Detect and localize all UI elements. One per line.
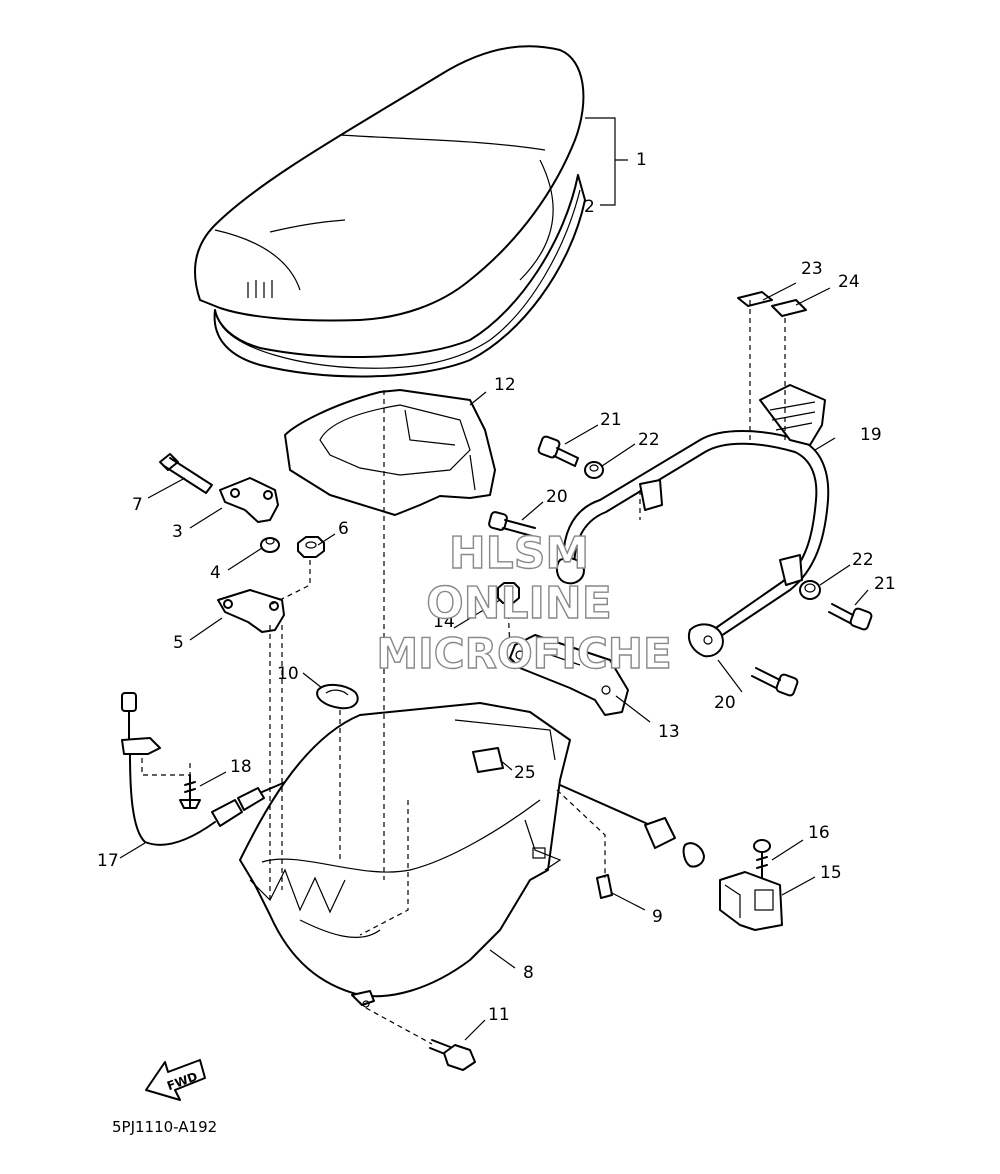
callout-8: 8 (523, 963, 534, 983)
callout-20-upper: 20 (546, 487, 568, 507)
bolt-20b[interactable] (751, 667, 799, 697)
seat-lock-15[interactable] (719, 871, 783, 931)
washer-22b[interactable] (799, 580, 821, 600)
callout-22-lower: 22 (852, 550, 874, 570)
callout-15: 15 (820, 863, 842, 883)
nut-6[interactable] (297, 536, 325, 558)
callout-16: 16 (808, 823, 830, 843)
box-label-plate (472, 747, 504, 773)
callout-20-lower: 20 (714, 693, 736, 713)
callout-25: 25 (514, 763, 536, 783)
watermark-line-2: ONLINE (426, 578, 612, 629)
callout-bracket-1-2 (585, 117, 628, 206)
clip-9[interactable] (596, 874, 613, 899)
fwd-arrow-icon: FWD (145, 1059, 206, 1101)
hinge-5[interactable] (217, 589, 285, 633)
seat-trim-band[interactable] (213, 174, 586, 378)
storage-box-8[interactable] (239, 702, 571, 1008)
callout-24: 24 (838, 272, 860, 292)
bracket-13[interactable] (509, 634, 629, 716)
label-23[interactable] (737, 291, 773, 307)
seal-10[interactable] (316, 684, 359, 710)
callout-21-upper: 21 (600, 410, 622, 430)
callout-9: 9 (652, 907, 663, 927)
callout-7: 7 (132, 495, 143, 515)
callout-5: 5 (173, 633, 184, 653)
screw-18[interactable] (179, 774, 201, 809)
callout-2: 2 (584, 197, 595, 217)
callout-13: 13 (658, 722, 680, 742)
assembly-lines (141, 300, 786, 1045)
diagram-code: 5PJ1110-A192 (112, 1118, 217, 1136)
callout-6: 6 (338, 519, 349, 539)
seat-lock-cable-end[interactable] (559, 784, 705, 868)
hinge-3[interactable] (219, 477, 279, 523)
washer-22a[interactable] (584, 461, 604, 479)
watermark-line-3: MICROFICHE (376, 629, 671, 678)
callout-10: 10 (277, 664, 299, 684)
watermark-line-1: HLSM (449, 528, 589, 579)
callout-18: 18 (230, 757, 252, 777)
callout-19: 19 (860, 425, 882, 445)
carrier-19[interactable] (555, 384, 830, 658)
callout-14: 14 (433, 612, 455, 632)
bolt-21a[interactable] (537, 435, 579, 467)
callout-4: 4 (210, 563, 221, 583)
screw-16[interactable] (753, 839, 771, 881)
callout-3: 3 (172, 522, 183, 542)
callout-11: 11 (488, 1005, 510, 1025)
callout-17: 17 (97, 851, 119, 871)
callout-1: 1 (636, 150, 647, 170)
callout-22-upper: 22 (638, 430, 660, 450)
watermark: HLSM ONLINE MICROFICHE (376, 527, 673, 678)
callout-12: 12 (494, 375, 516, 395)
nut-4[interactable] (260, 537, 280, 553)
callout-23: 23 (801, 259, 823, 279)
bolt-11[interactable] (429, 1039, 476, 1071)
seat-tray[interactable] (284, 389, 496, 516)
bolt-21b[interactable] (828, 603, 873, 631)
bolt-20a[interactable] (488, 511, 536, 537)
bolt-7[interactable] (159, 453, 213, 494)
callout-21-lower: 21 (874, 574, 896, 594)
leader-lines (119, 282, 869, 1041)
seat-part[interactable] (194, 45, 585, 322)
